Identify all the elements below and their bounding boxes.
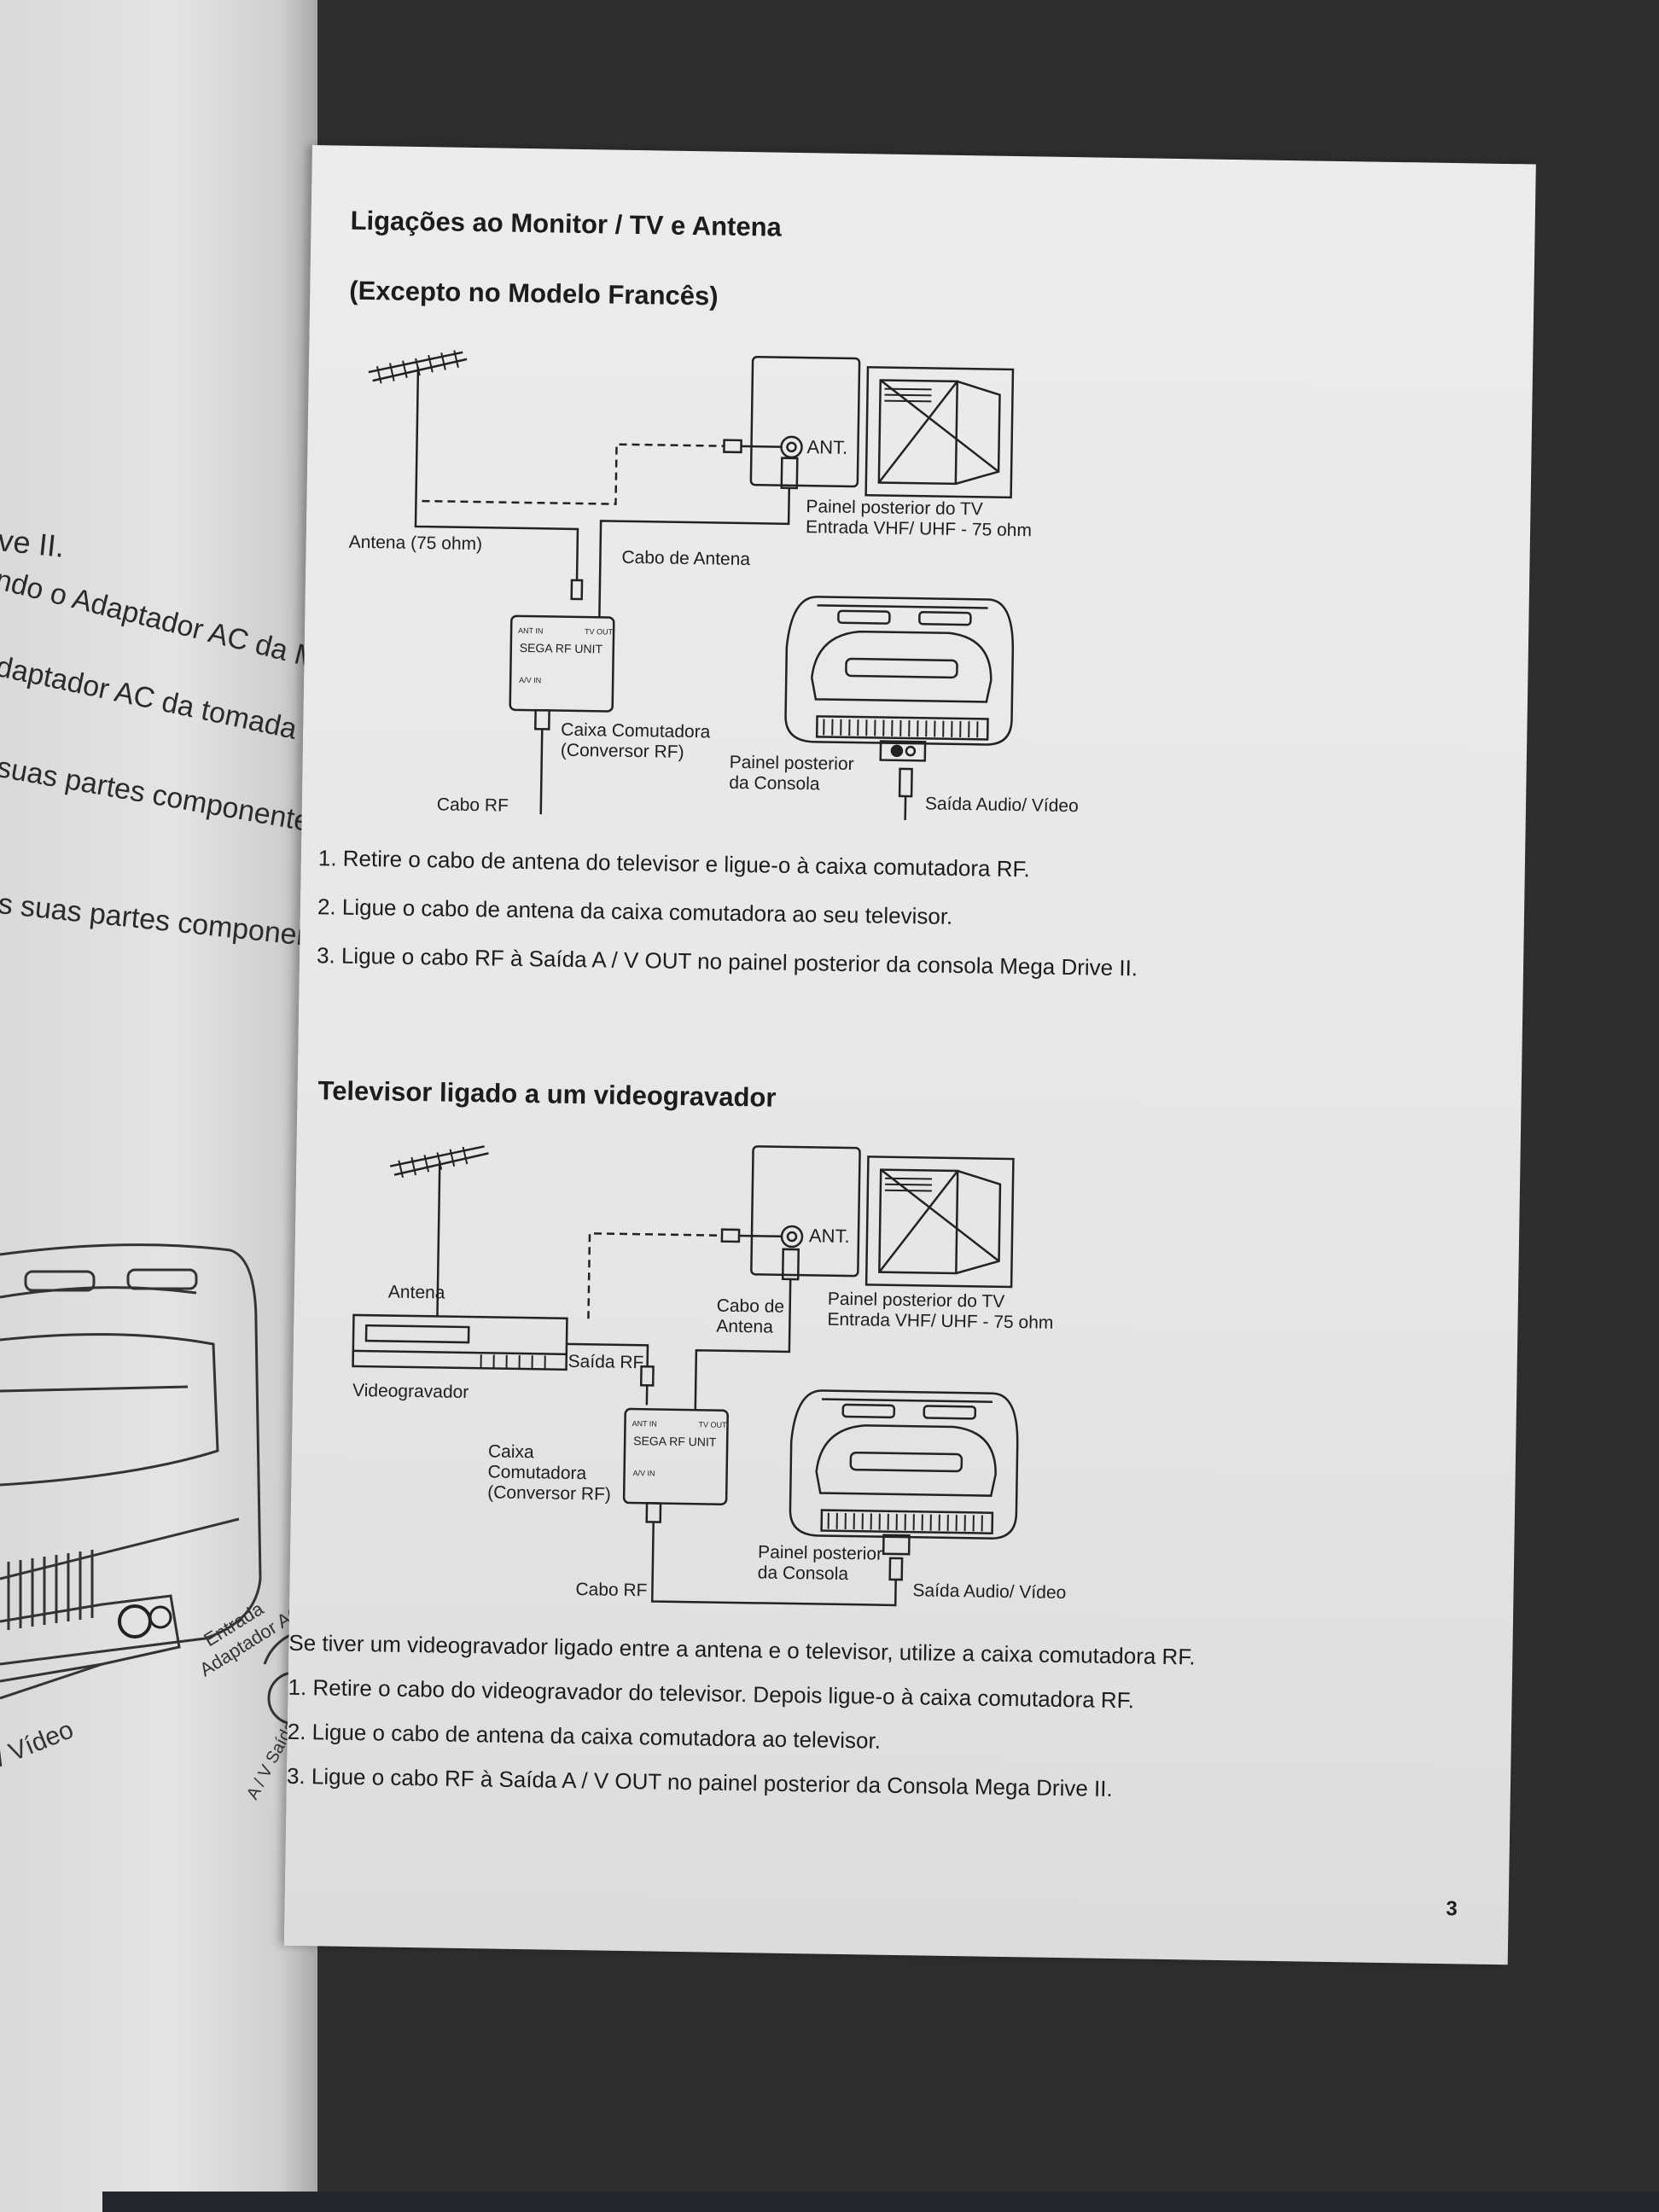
antenna-cable-label: Cabo de Antena [621, 547, 751, 570]
sega-rf-unit-label: SEGA RF UNIT [633, 1434, 717, 1449]
ant-in-label: ANT IN [632, 1419, 657, 1429]
connection-diagram-tv: Antena (75 ohm) ANT. Painel posterior do… [336, 334, 1112, 824]
tv-out-label: TV OUT [698, 1420, 727, 1429]
diagram-vcr-drawing [352, 1145, 1019, 1607]
manual-page: Ligações ao Monitor / TV e Antena (Excep… [283, 145, 1536, 1965]
av-output-label: Saída Audio/ Vídeo [912, 1580, 1067, 1604]
rf-cable-label: Cabo RF [575, 1580, 648, 1601]
bottom-edge-strip [102, 2192, 1659, 2212]
cabo-de-label: Cabo de [716, 1295, 785, 1317]
intro-text: Se tiver um videogravador ligado entre a… [288, 1629, 1196, 1670]
ant-port-label: ANT. [806, 436, 848, 458]
av-output-label: Saída Audio/ Vídeo [924, 794, 1079, 817]
page-title: Ligações ao Monitor / TV e Antena [350, 205, 783, 242]
caixa-label: Caixa [487, 1441, 534, 1463]
step-item: 2. Ligue o cabo de antena da caixa comut… [287, 1718, 882, 1754]
tv-out-label: TV OUT [585, 627, 614, 637]
av-in-label: A/V IN [519, 675, 542, 685]
rf-output-label: Saída RF [568, 1351, 644, 1373]
antenna-75ohm-label: Antena (75 ohm) [348, 532, 483, 555]
left-page: ve II. ndo o Adaptador AC da Mega Drive … [0, 0, 317, 2212]
console-rear-illustration: Entrada Adaptador AC / Vídeo A / V Saída [0, 1243, 317, 1802]
step-item: 2. Ligue o cabo de antena da caixa comut… [317, 894, 953, 929]
step-item: 3. Ligue o cabo RF à Saída A / V OUT no … [316, 942, 1138, 981]
video-label: / Vídeo [0, 1715, 78, 1772]
sega-rf-unit-label: SEGA RF UNIT [519, 640, 603, 656]
left-text-fragment: s suas partes componentes. [0, 888, 317, 958]
page-subtitle: (Excepto no Modelo Francês) [349, 275, 719, 311]
ant-port-label: ANT. [808, 1225, 850, 1248]
left-text-fragment: ve II. [0, 522, 67, 564]
step-item: 1. Retire o cabo de antena do televisor … [317, 845, 1030, 882]
comutadora-label: Comutadora [487, 1462, 587, 1484]
diagram-tv-drawing [368, 350, 1015, 821]
left-text-fragment: suas partes componentes à luz solar [0, 751, 317, 865]
vhf-uhf-input-label: Entrada VHF/ UHF - 75 ohm [827, 1309, 1054, 1333]
connection-diagram-vcr: Antena ANT. Painel posterior do TV Entra… [323, 1126, 1099, 1625]
step-item: 3. Ligue o cabo RF à Saída A / V OUT no … [286, 1762, 1113, 1802]
ant-in-label: ANT IN [518, 626, 544, 636]
page-number: 3 [1446, 1897, 1458, 1921]
rf-converter-label: (Conversor RF) [487, 1482, 612, 1505]
rf-converter-label: (Conversor RF) [560, 740, 684, 762]
rf-cable-label: Cabo RF [436, 795, 509, 816]
antena-cable-label: Antena [716, 1316, 774, 1337]
section-title-vcr: Televisor ligado a um videogravador [317, 1075, 777, 1113]
da-consola-label: da Consola [729, 772, 820, 795]
da-consola-label: da Consola [757, 1563, 849, 1585]
vcr-label: Videogravador [352, 1380, 469, 1403]
vhf-uhf-input-label: Entrada VHF/ UHF - 75 ohm [805, 517, 1033, 541]
av-in-label: A/V IN [632, 1469, 655, 1478]
antenna-label: Antena [387, 1282, 445, 1303]
step-item: 1. Retire o cabo do videogravador do tel… [288, 1674, 1135, 1714]
